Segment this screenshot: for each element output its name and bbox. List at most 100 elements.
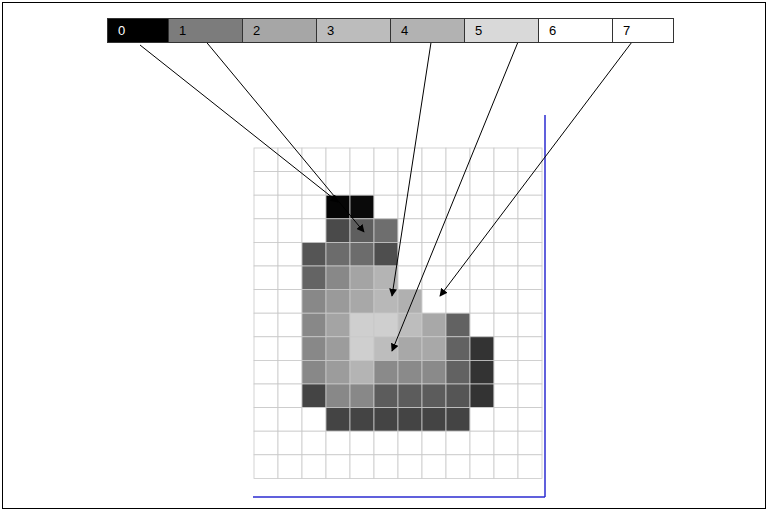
gray-level-number: 4	[391, 24, 465, 37]
pixel-cell	[374, 219, 398, 243]
pixel-cell	[446, 337, 470, 361]
pixel-cell	[518, 408, 542, 432]
pixel-cell	[446, 242, 470, 266]
leader-arrow	[198, 32, 364, 232]
pixel-cell	[302, 148, 326, 172]
pixel-cell	[326, 242, 350, 266]
pixel-grid	[254, 148, 542, 478]
pixel-cell	[374, 408, 398, 432]
pixel-cell	[398, 195, 422, 219]
pixel-cell	[278, 172, 302, 196]
gray-level-box: 7	[612, 18, 674, 43]
pixel-cell	[494, 431, 518, 455]
pixel-cell	[350, 360, 374, 384]
pixel-cell	[446, 195, 470, 219]
pixel-cell	[302, 408, 326, 432]
pixel-cell	[374, 360, 398, 384]
pixel-cell	[278, 313, 302, 337]
pixel-cell	[326, 266, 350, 290]
pixel-cell	[302, 431, 326, 455]
pixel-cell	[254, 455, 278, 479]
pixel-cell	[302, 384, 326, 408]
pixel-cell	[470, 455, 494, 479]
pixel-cell	[398, 431, 422, 455]
pixel-cell	[302, 455, 326, 479]
pixel-cell	[422, 384, 446, 408]
pixel-cell	[350, 313, 374, 337]
pixel-cell	[302, 195, 326, 219]
frame	[3, 3, 766, 509]
pixel-cell	[398, 172, 422, 196]
pixel-cell	[302, 242, 326, 266]
pixel-cell	[326, 384, 350, 408]
pixel-cell	[278, 408, 302, 432]
gray-level-box: 6	[538, 18, 614, 43]
pixel-cell	[278, 219, 302, 243]
gray-level-number: 0	[108, 24, 169, 37]
pixel-cell	[470, 266, 494, 290]
pixel-cell	[422, 431, 446, 455]
gray-level-number: 5	[465, 24, 539, 37]
gray-level-number: 6	[539, 24, 613, 37]
pixel-cell	[278, 266, 302, 290]
pixel-cell	[422, 195, 446, 219]
pixel-cell	[350, 290, 374, 314]
pixel-cell	[494, 313, 518, 337]
pixel-cell	[350, 266, 374, 290]
pixel-cell	[350, 219, 374, 243]
gray-level-box: 4	[390, 18, 466, 43]
pixel-cell	[350, 455, 374, 479]
pixel-cell	[518, 313, 542, 337]
pixel-cell	[422, 219, 446, 243]
pixel-cell	[254, 384, 278, 408]
pixel-cell	[494, 337, 518, 361]
pixel-cell	[326, 172, 350, 196]
gray-level-box: 3	[316, 18, 392, 43]
pixel-cell	[350, 384, 374, 408]
pixel-cell	[254, 219, 278, 243]
pixel-cell	[278, 290, 302, 314]
pixel-cell	[494, 384, 518, 408]
gray-level-box: 2	[242, 18, 318, 43]
pixel-cell	[518, 148, 542, 172]
pixel-cell	[374, 313, 398, 337]
gray-level-number: 7	[613, 24, 673, 37]
pixel-cell	[326, 195, 350, 219]
pixel-cell	[398, 290, 422, 314]
pixel-cell	[470, 242, 494, 266]
pixel-cell	[278, 455, 302, 479]
leader-lines	[140, 32, 638, 351]
pixel-cell	[350, 431, 374, 455]
pixel-cell	[422, 148, 446, 172]
gray-level-box: 0	[107, 18, 170, 43]
pixel-cell	[374, 195, 398, 219]
pixel-cell	[518, 219, 542, 243]
pixel-cell	[278, 431, 302, 455]
pixel-cell	[254, 408, 278, 432]
pixel-cell	[518, 431, 542, 455]
axis-line	[253, 496, 545, 498]
pixel-cell	[302, 360, 326, 384]
pixel-cell	[278, 384, 302, 408]
pixel-cell	[422, 242, 446, 266]
pixel-cell	[374, 337, 398, 361]
pixel-cell	[494, 290, 518, 314]
pixel-cell	[446, 431, 470, 455]
pixel-cell	[302, 290, 326, 314]
pixel-cell	[494, 172, 518, 196]
pixel-cell	[374, 172, 398, 196]
pixel-cell	[470, 408, 494, 432]
pixel-cell	[326, 455, 350, 479]
pixel-cell	[398, 408, 422, 432]
pixel-cell	[470, 219, 494, 243]
axis-line	[544, 115, 546, 497]
pixel-cell	[422, 455, 446, 479]
pixel-cell	[518, 290, 542, 314]
pixel-cell	[254, 313, 278, 337]
pixel-cell	[302, 219, 326, 243]
pixel-cell	[494, 148, 518, 172]
gray-level-number: 3	[317, 24, 391, 37]
pixel-cell	[326, 148, 350, 172]
pixel-cell	[374, 242, 398, 266]
pixel-cell	[278, 337, 302, 361]
